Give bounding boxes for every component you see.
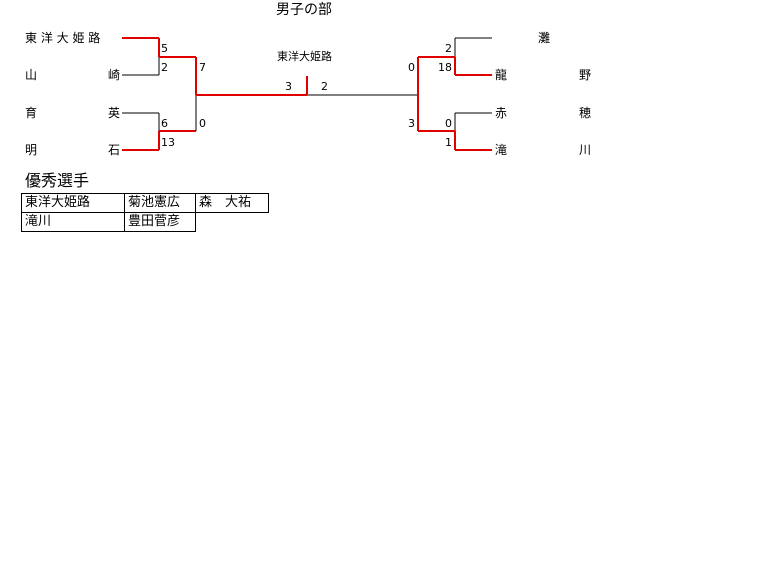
score: 7 (199, 61, 206, 74)
score: 1 (445, 136, 452, 149)
table-cell: 菊池憲広 (124, 193, 196, 213)
team-name: 滝 (495, 143, 508, 157)
score: 2 (445, 42, 452, 55)
team-name: 穂 (579, 106, 592, 120)
team-name: 野 (579, 68, 592, 82)
awards-heading: 優秀選手 (25, 171, 90, 190)
table-cell: 森 大祐 (195, 193, 269, 213)
score: 3 (408, 117, 415, 130)
table-row: 滝川 豊田菅彦 (21, 212, 269, 232)
score: 2 (161, 61, 168, 74)
score: 2 (321, 80, 328, 93)
team-name: 赤 (495, 106, 508, 120)
table-cell (196, 213, 269, 232)
score: 18 (438, 61, 452, 74)
score: 13 (161, 136, 175, 149)
table-cell: 豊田菅彦 (124, 212, 196, 232)
team-name: 東 洋 大 姫 路 (25, 31, 101, 45)
score: 0 (408, 61, 415, 74)
score: 0 (199, 117, 206, 130)
score: 6 (161, 117, 168, 130)
team-name: 明 (25, 143, 38, 157)
score: 3 (285, 80, 292, 93)
team-name: 崎 (108, 68, 121, 82)
team-name: 龍 (495, 68, 508, 82)
team-name: 灘 (538, 31, 551, 45)
page-title: 男子の部 (276, 2, 332, 18)
team-name: 育 (25, 106, 38, 120)
table-cell: 滝川 (21, 212, 125, 232)
team-name: 川 (579, 143, 592, 157)
team-name: 山 (25, 68, 38, 82)
awards-table: 東洋大姫路 菊池憲広 森 大祐 滝川 豊田菅彦 (21, 193, 269, 232)
team-name: 石 (108, 143, 121, 157)
score: 0 (445, 117, 452, 130)
champion-label: 東洋大姫路 (277, 50, 332, 63)
table-row: 東洋大姫路 菊池憲広 森 大祐 (21, 193, 269, 213)
table-cell: 東洋大姫路 (21, 193, 125, 213)
team-name: 英 (108, 106, 121, 120)
score: 5 (161, 42, 168, 55)
